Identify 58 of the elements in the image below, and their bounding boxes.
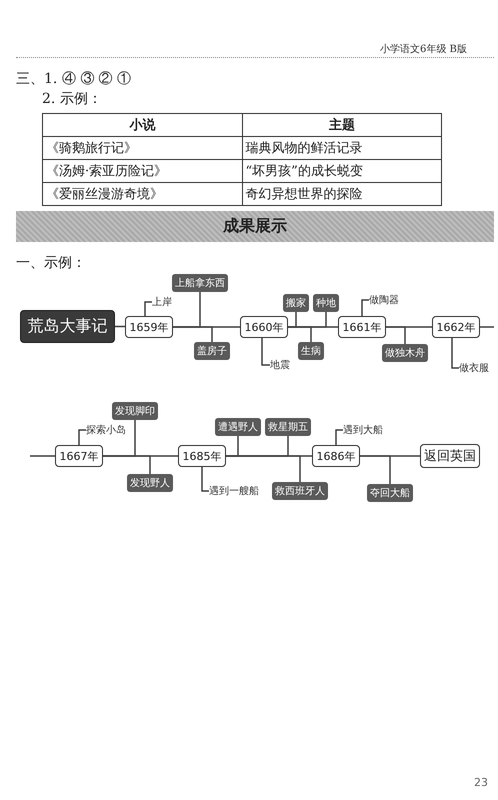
event-tag: 救星期五: [265, 418, 311, 436]
event-tag: 做独木舟: [382, 344, 428, 362]
connector-line: [361, 299, 369, 316]
connector-line: [144, 301, 152, 316]
connector-line: [226, 455, 312, 457]
table-cell: 《骑鹅旅行记》: [42, 136, 242, 160]
year-box: 1686年: [312, 445, 360, 467]
answer-line: 2. 示例：: [42, 90, 102, 108]
event-label: 做陶器: [369, 294, 405, 306]
connector-line: [261, 338, 270, 366]
connector-line: [386, 326, 432, 328]
table-cell: 《爱丽丝漫游奇境》: [42, 182, 242, 206]
year-box: 1685年: [178, 445, 226, 467]
year-box: 1662年: [432, 316, 480, 338]
connector-line: [201, 467, 209, 492]
table-cell: 小说: [42, 114, 242, 136]
page-header: 小学语文6年级 B版: [380, 42, 467, 56]
event-tag: 种地: [313, 294, 339, 312]
answer-line: 三、1. ④ ③ ② ①: [16, 70, 132, 88]
connector-line: [480, 326, 494, 328]
event-tag: 生病: [298, 342, 324, 360]
table-cell: 《汤姆·索亚历险记》: [42, 160, 242, 182]
event-label: 地震: [270, 359, 296, 371]
year-box: 1659年: [125, 316, 173, 338]
event-tag: 发现野人: [127, 474, 173, 492]
event-label: 遇到大船: [343, 424, 387, 436]
connector-line: [115, 326, 125, 328]
year-box: 1667年: [55, 445, 103, 467]
page-number: 23: [474, 776, 488, 789]
section-title: 成果展示: [223, 216, 287, 237]
event-tag: 搬家: [283, 294, 309, 312]
event-tag: 救西班牙人: [272, 482, 328, 500]
table-cell: “坏男孩”的成长蜕变: [242, 160, 442, 182]
year-box: 1661年: [338, 316, 386, 338]
connector-line: [335, 429, 343, 445]
table-cell: 奇幻异想世界的探险: [242, 182, 442, 206]
connector-line: [360, 455, 420, 457]
event-label: 遇到一艘船: [209, 485, 263, 497]
answer-line: 一、示例：: [16, 254, 86, 272]
event-box: 返回英国: [420, 444, 480, 468]
connector-line: [288, 326, 338, 328]
event-tag: 发现脚印: [112, 402, 158, 420]
event-label: 上岸: [152, 296, 178, 308]
event-label: 做衣服: [459, 362, 495, 374]
title-box: 荒岛大事记: [20, 310, 115, 343]
event-tag: 遭遇野人: [215, 418, 261, 436]
table-cell: 主题: [242, 114, 442, 136]
event-tag: 上船拿东西: [172, 274, 228, 292]
connector-line: [173, 326, 240, 328]
event-label: 探索小岛: [86, 424, 130, 436]
connector-line: [103, 455, 178, 457]
event-tag: 夺回大船: [367, 484, 413, 502]
event-tag: 盖房子: [194, 342, 230, 360]
year-box: 1660年: [240, 316, 288, 338]
connector-line: [78, 429, 86, 445]
connector-line: [451, 338, 459, 369]
table-cell: 瑞典风物的鲜活记录: [242, 136, 442, 160]
connector-line: [30, 455, 55, 457]
